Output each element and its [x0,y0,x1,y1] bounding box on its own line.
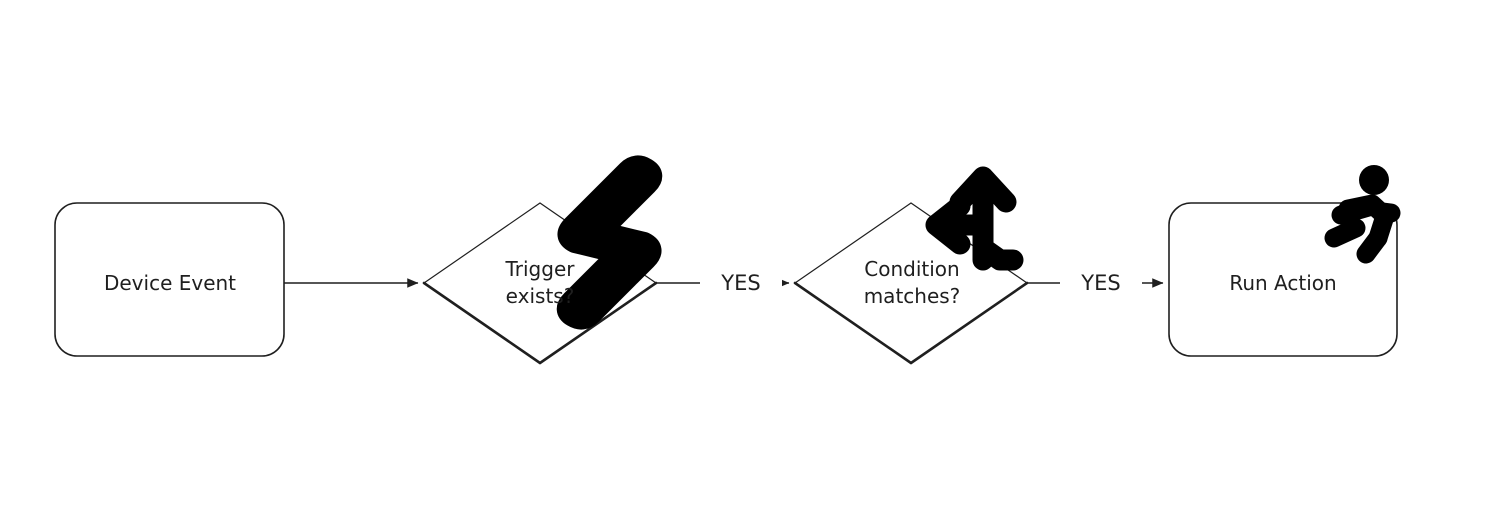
node-trigger-exists[interactable] [422,202,658,364]
node-condition-matches[interactable] [793,202,1029,364]
edge-label-condition-yes: YES [1060,271,1142,295]
node-run-action[interactable] [1168,202,1398,357]
node-device-event[interactable] [54,202,285,357]
edge-label-trigger-yes: YES [700,271,782,295]
node-condition-matches-lower-edges [793,281,1029,365]
